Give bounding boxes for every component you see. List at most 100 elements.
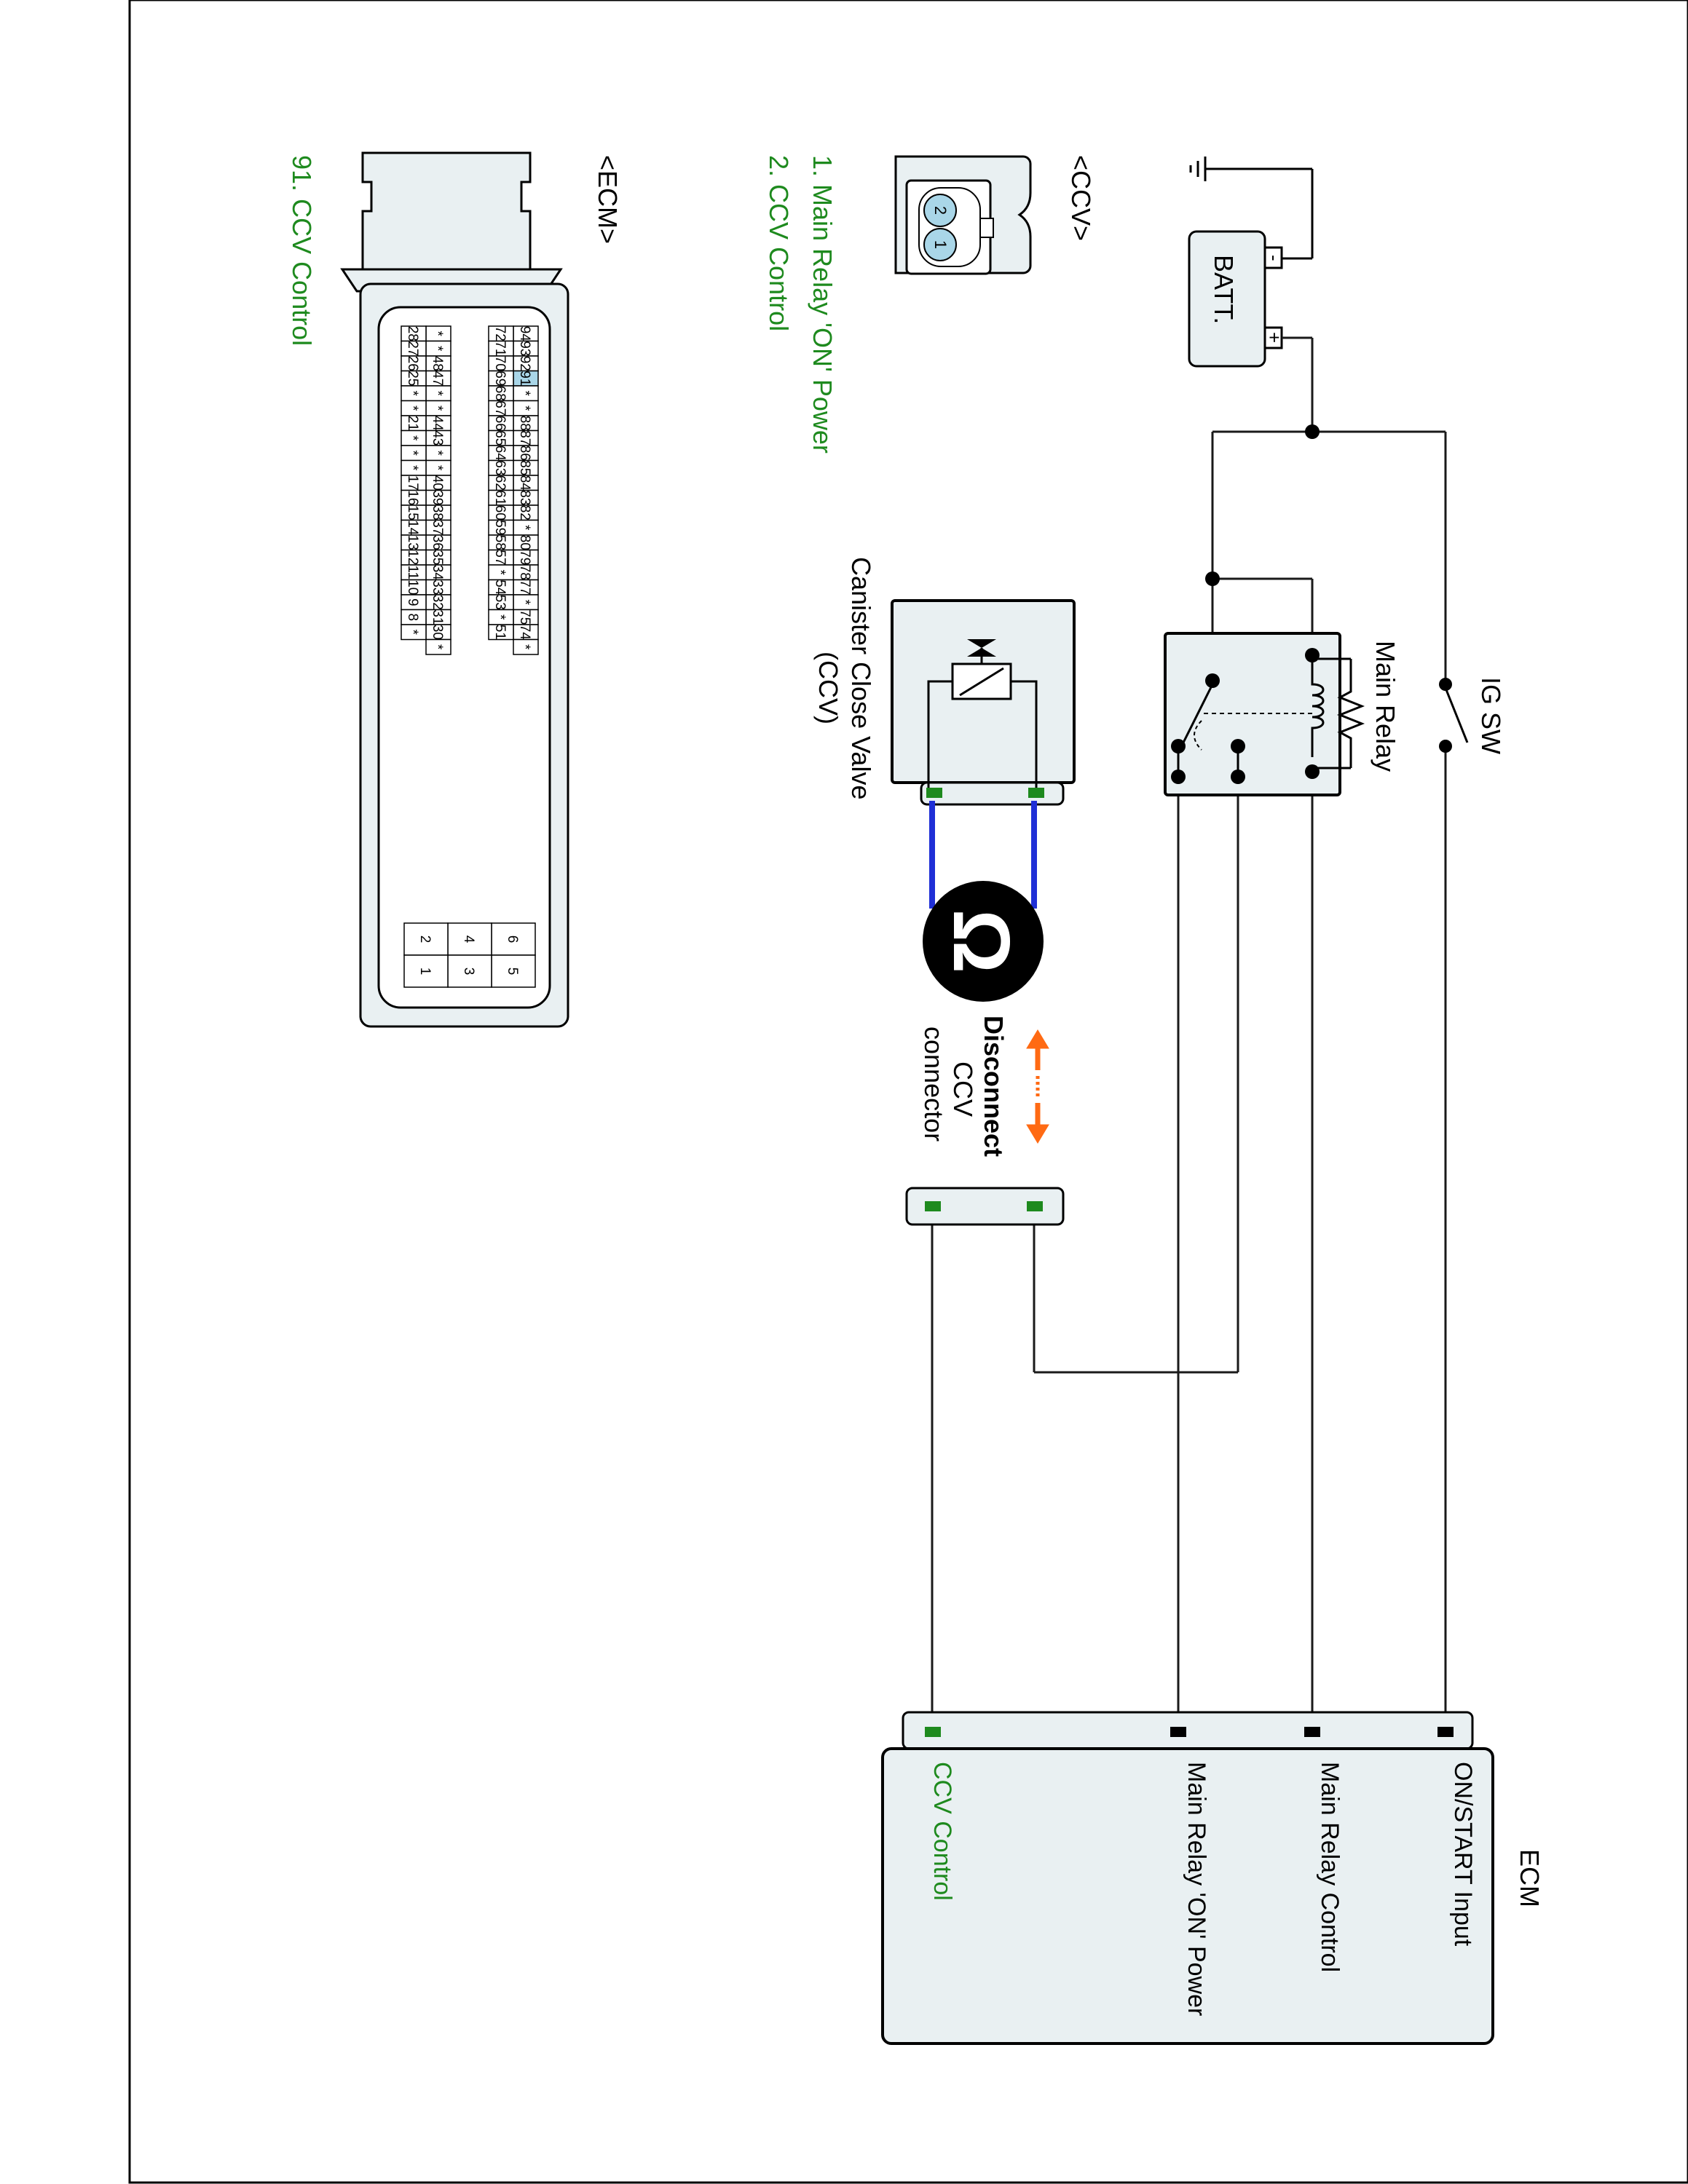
ecm-small-pin-cell	[491, 954, 536, 988]
ecm-terminal-main-relay-on-power: Main Relay 'ON' Power	[1183, 1762, 1210, 2016]
ig-sw-label: IG SW	[1476, 677, 1506, 754]
ecm-pin-label: 31	[430, 609, 445, 625]
ecm-small-pin-label: 6	[505, 935, 520, 943]
ecm-pin-label: 69	[492, 371, 508, 386]
ecm-pin-label: 53	[492, 595, 508, 610]
ecm-pin-label: 68	[492, 386, 508, 401]
ecm-pin-label: 30	[430, 625, 445, 640]
junction-dots	[1205, 424, 1320, 586]
ecm-pin-label: 78	[517, 565, 532, 580]
ohmmeter-probe: Ω	[923, 801, 1044, 1002]
main-relay: Main Relay	[1164, 632, 1400, 796]
ecm-pin-label: 40	[430, 475, 445, 491]
ecm-pin-label: 16	[405, 490, 420, 505]
ecm-pin-label: 36	[430, 535, 445, 550]
ecm-pin-main-relay-control	[1304, 1727, 1320, 1737]
ecm-pin-label: *	[430, 331, 445, 337]
ecm-pin-label: 14	[405, 520, 420, 536]
ecm-pin-label: 34	[430, 565, 445, 581]
ohm-symbol: Ω	[936, 909, 1026, 973]
ccv-header: <CCV>	[1066, 155, 1096, 241]
ecm-terminal-on-start-input: ON/START Input	[1449, 1762, 1477, 1947]
ecm-pin-label: 84	[517, 475, 532, 491]
ccv-component-label-2: (CCV)	[813, 652, 843, 724]
ecm-pin-label: 25	[405, 371, 420, 386]
ecm-pin-label: *	[430, 451, 445, 456]
ecm-pin-label: 12	[405, 550, 420, 565]
ecm-pin-label: 17	[405, 475, 420, 491]
ccv-component-label-1: Canister Close Valve	[846, 557, 876, 799]
ccv-connector-pin-2: 2	[931, 206, 950, 215]
ecm-pin-label: 74	[517, 625, 532, 641]
ecm-pin-label: 85	[517, 460, 532, 475]
ecm-pin-label: 28	[405, 326, 420, 341]
ecm-small-pin-label: 3	[461, 968, 476, 976]
ecm-pin-label: 67	[492, 400, 508, 416]
ecm-pin-label: 77	[517, 579, 532, 595]
ecm-pin-label: 87	[517, 430, 532, 446]
main-relay-label: Main Relay	[1370, 641, 1400, 772]
ecm-pin-label: *	[405, 451, 420, 456]
ecm-terminal-ccv-control: CCV Control	[928, 1762, 956, 1901]
ecm-pin-ccv-control	[925, 1727, 941, 1737]
ecm-pin-label: 93	[517, 341, 532, 356]
ecm-pin-label: 58	[492, 535, 508, 550]
ecm-pin-label: 43	[430, 430, 445, 446]
ecm-pin-label: 37	[430, 520, 445, 535]
ccv-component: Canister Close Valve (CCV)	[813, 557, 1076, 806]
ecm-pin-label: 63	[492, 460, 508, 475]
ohmmeter-icon	[923, 881, 1044, 1002]
ecm-small-pin-label: 1	[417, 968, 433, 976]
ecm-header: <ECM>	[593, 155, 623, 244]
ecm-pin-label: 64	[492, 446, 508, 462]
ecm-pin-label: *	[517, 405, 532, 411]
ground-icon	[1189, 157, 1314, 260]
ecm-pin-label: *	[517, 644, 532, 650]
ecm-small-pin-label: 4	[461, 935, 476, 943]
ecm-pin-cell	[425, 638, 451, 655]
ecm-pin-label: 38	[430, 505, 445, 521]
ecm-pin-label: *	[405, 435, 420, 441]
ecm-pin-label: 26	[405, 356, 420, 371]
ecm-pin-cell	[513, 638, 539, 655]
wiring	[931, 336, 1447, 1733]
ecm-pin-label: 94	[517, 326, 532, 342]
disconnect-label-3: connector	[919, 1026, 949, 1142]
ecm-pin-label: 88	[517, 416, 532, 431]
ecm-small-pin-cell	[403, 954, 449, 988]
disconnect-label-2: CCV	[948, 1061, 978, 1117]
ecm-pin-label: *	[517, 525, 532, 531]
ccv-connector-view: 2 1 <CCV> 1. Main Relay 'ON' Power 2. CC…	[764, 155, 1096, 454]
ccv-connector-pin-1: 1	[931, 240, 950, 249]
schematic: BATT. - +	[287, 151, 1545, 2045]
ecm-small-pin-cell	[403, 922, 449, 956]
ecm-pin-label: 35	[430, 550, 445, 565]
ecm-pin-label: *	[430, 405, 445, 411]
ecm-pin-label: 9	[405, 598, 420, 606]
ecm-pin-label: 15	[405, 505, 420, 521]
ecm-pin-label: 79	[517, 550, 532, 565]
ecm-pin-label: *	[430, 346, 445, 352]
ecm-small-pin-label: 5	[505, 968, 520, 976]
ecm-pin-label: *	[492, 570, 508, 576]
ecm-pin-on-start-input	[1437, 1727, 1454, 1737]
ecm-pin-label: 33	[430, 579, 445, 595]
page-border	[128, 0, 1688, 2184]
ecm-pin-label: *	[517, 600, 532, 606]
ecm-title: ECM	[1515, 1849, 1545, 1907]
ecm-pin-label: 27	[405, 341, 420, 356]
ecm-pin-label: *	[430, 644, 445, 650]
ecm-pin-label: 80	[517, 535, 532, 550]
ecm-connector-view: 94939291**88878685848382*80797877*7574*7…	[287, 151, 623, 1028]
ecm-pin-label: 65	[492, 430, 508, 446]
ecm-pin-label: 60	[492, 505, 508, 521]
ecm-terminal-main-relay-control: Main Relay Control	[1316, 1762, 1344, 1972]
ecm-small-pin-label: 2	[417, 935, 433, 943]
battery-label: BATT.	[1209, 255, 1239, 324]
ecm-pin-grid: 94939291**88878685848382*80797877*7574*7…	[401, 325, 539, 988]
ecm-small-pin-cell	[447, 954, 492, 988]
ecm-pin-label: 83	[517, 490, 532, 505]
ecm-pin-label: 44	[430, 416, 445, 432]
ecm-pin-label: 82	[517, 505, 532, 521]
